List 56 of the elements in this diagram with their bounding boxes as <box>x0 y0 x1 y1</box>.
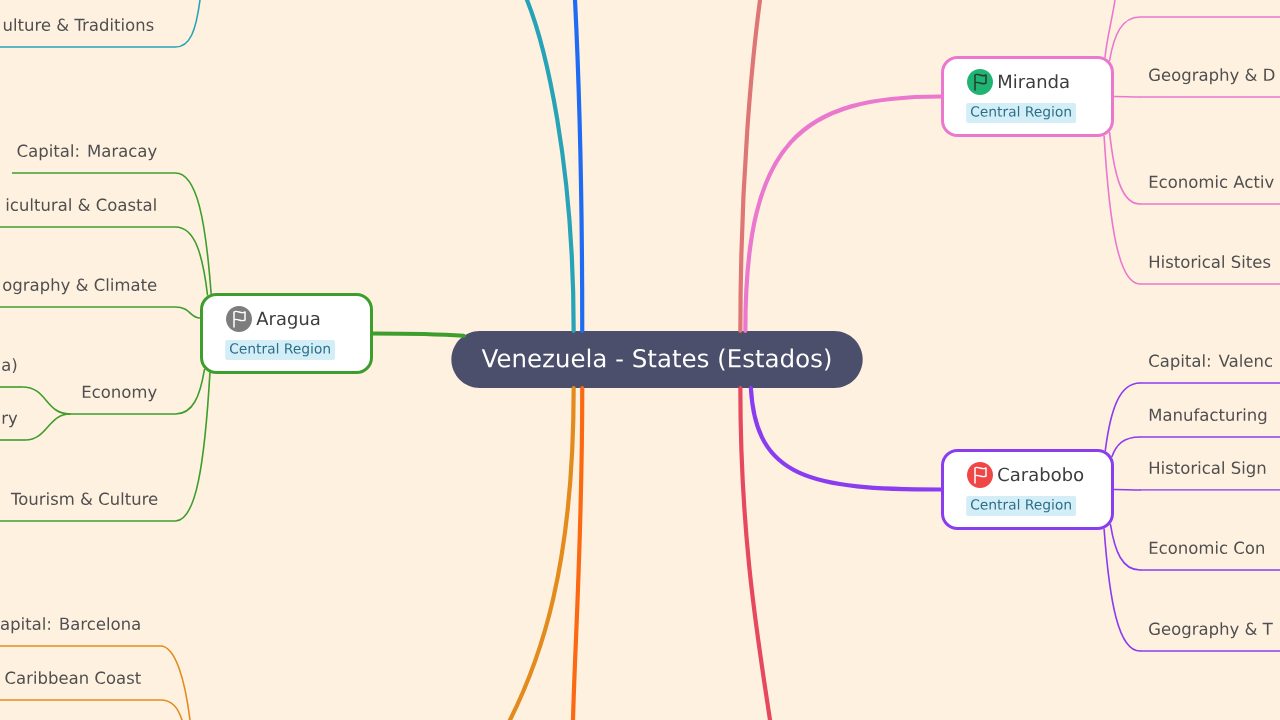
branch-line <box>1113 488 1141 491</box>
region-tag: Central Region <box>966 496 1077 516</box>
branch-line <box>570 386 585 720</box>
topic-label: Economic Activ <box>1139 175 1280 205</box>
topic-label: Caribbean Coast <box>0 671 161 701</box>
branch-line <box>1104 382 1141 452</box>
topic-label: Historical Sites <box>1139 255 1280 285</box>
branch-line <box>174 368 206 415</box>
branch-line <box>524 0 576 333</box>
branch-line <box>748 386 944 492</box>
topic-box <box>200 293 373 374</box>
branch-line <box>174 226 209 296</box>
branch-line <box>1103 135 1141 285</box>
topic-label: Capital: Maracay <box>11 144 176 174</box>
branch-line <box>174 172 212 295</box>
branch-line <box>1104 0 1116 59</box>
topic-label: Historical Sign <box>1139 461 1280 491</box>
branch-line <box>174 0 201 48</box>
topic-label: Economic Con <box>1139 541 1280 571</box>
topic-box <box>941 56 1114 137</box>
branch-line <box>1111 436 1141 458</box>
branch-line <box>1103 528 1141 652</box>
branch-line <box>1109 523 1141 571</box>
branch-line <box>1113 95 1141 98</box>
topic-label: ulture & Traditions <box>0 18 176 48</box>
branch-line <box>743 94 944 333</box>
topic-label: Capital: Valenc <box>1139 354 1280 384</box>
topic-label: Geography & D <box>1139 68 1280 98</box>
branch-line <box>159 645 191 720</box>
topic-label: ography & Climate <box>0 278 176 308</box>
branch-line <box>24 413 71 441</box>
branch-line <box>1108 16 1280 62</box>
branch-line <box>507 386 576 720</box>
topic-title: Carabobo <box>998 467 1084 482</box>
topic-label: ry <box>0 414 26 441</box>
topic-label: Manufacturing <box>1139 408 1280 438</box>
topic-title: Aragua <box>256 311 320 329</box>
topic-label: Tourism & Culture <box>0 492 176 522</box>
branch-line <box>738 386 773 720</box>
topic-title: Miranda <box>999 74 1069 89</box>
branch-line <box>159 699 183 720</box>
branch-line <box>370 331 466 338</box>
root-topic: Venezuela - States (Estados) <box>451 331 863 388</box>
branch-line <box>738 0 763 333</box>
topic-label: Geography & T <box>1139 622 1280 652</box>
topic-label: icultural & Coastal <box>0 198 176 228</box>
branch-line <box>174 306 201 319</box>
topic-box <box>941 449 1114 530</box>
branch-line <box>1108 131 1141 205</box>
region-tag: Central Region <box>225 340 336 360</box>
branch-line <box>572 0 585 333</box>
topic-label: Economy <box>69 385 176 415</box>
branch-line <box>174 372 211 522</box>
region-tag: Central Region <box>966 103 1077 123</box>
topic-label: a) <box>0 358 23 388</box>
topic-label: apital: Barcelona <box>0 617 161 647</box>
